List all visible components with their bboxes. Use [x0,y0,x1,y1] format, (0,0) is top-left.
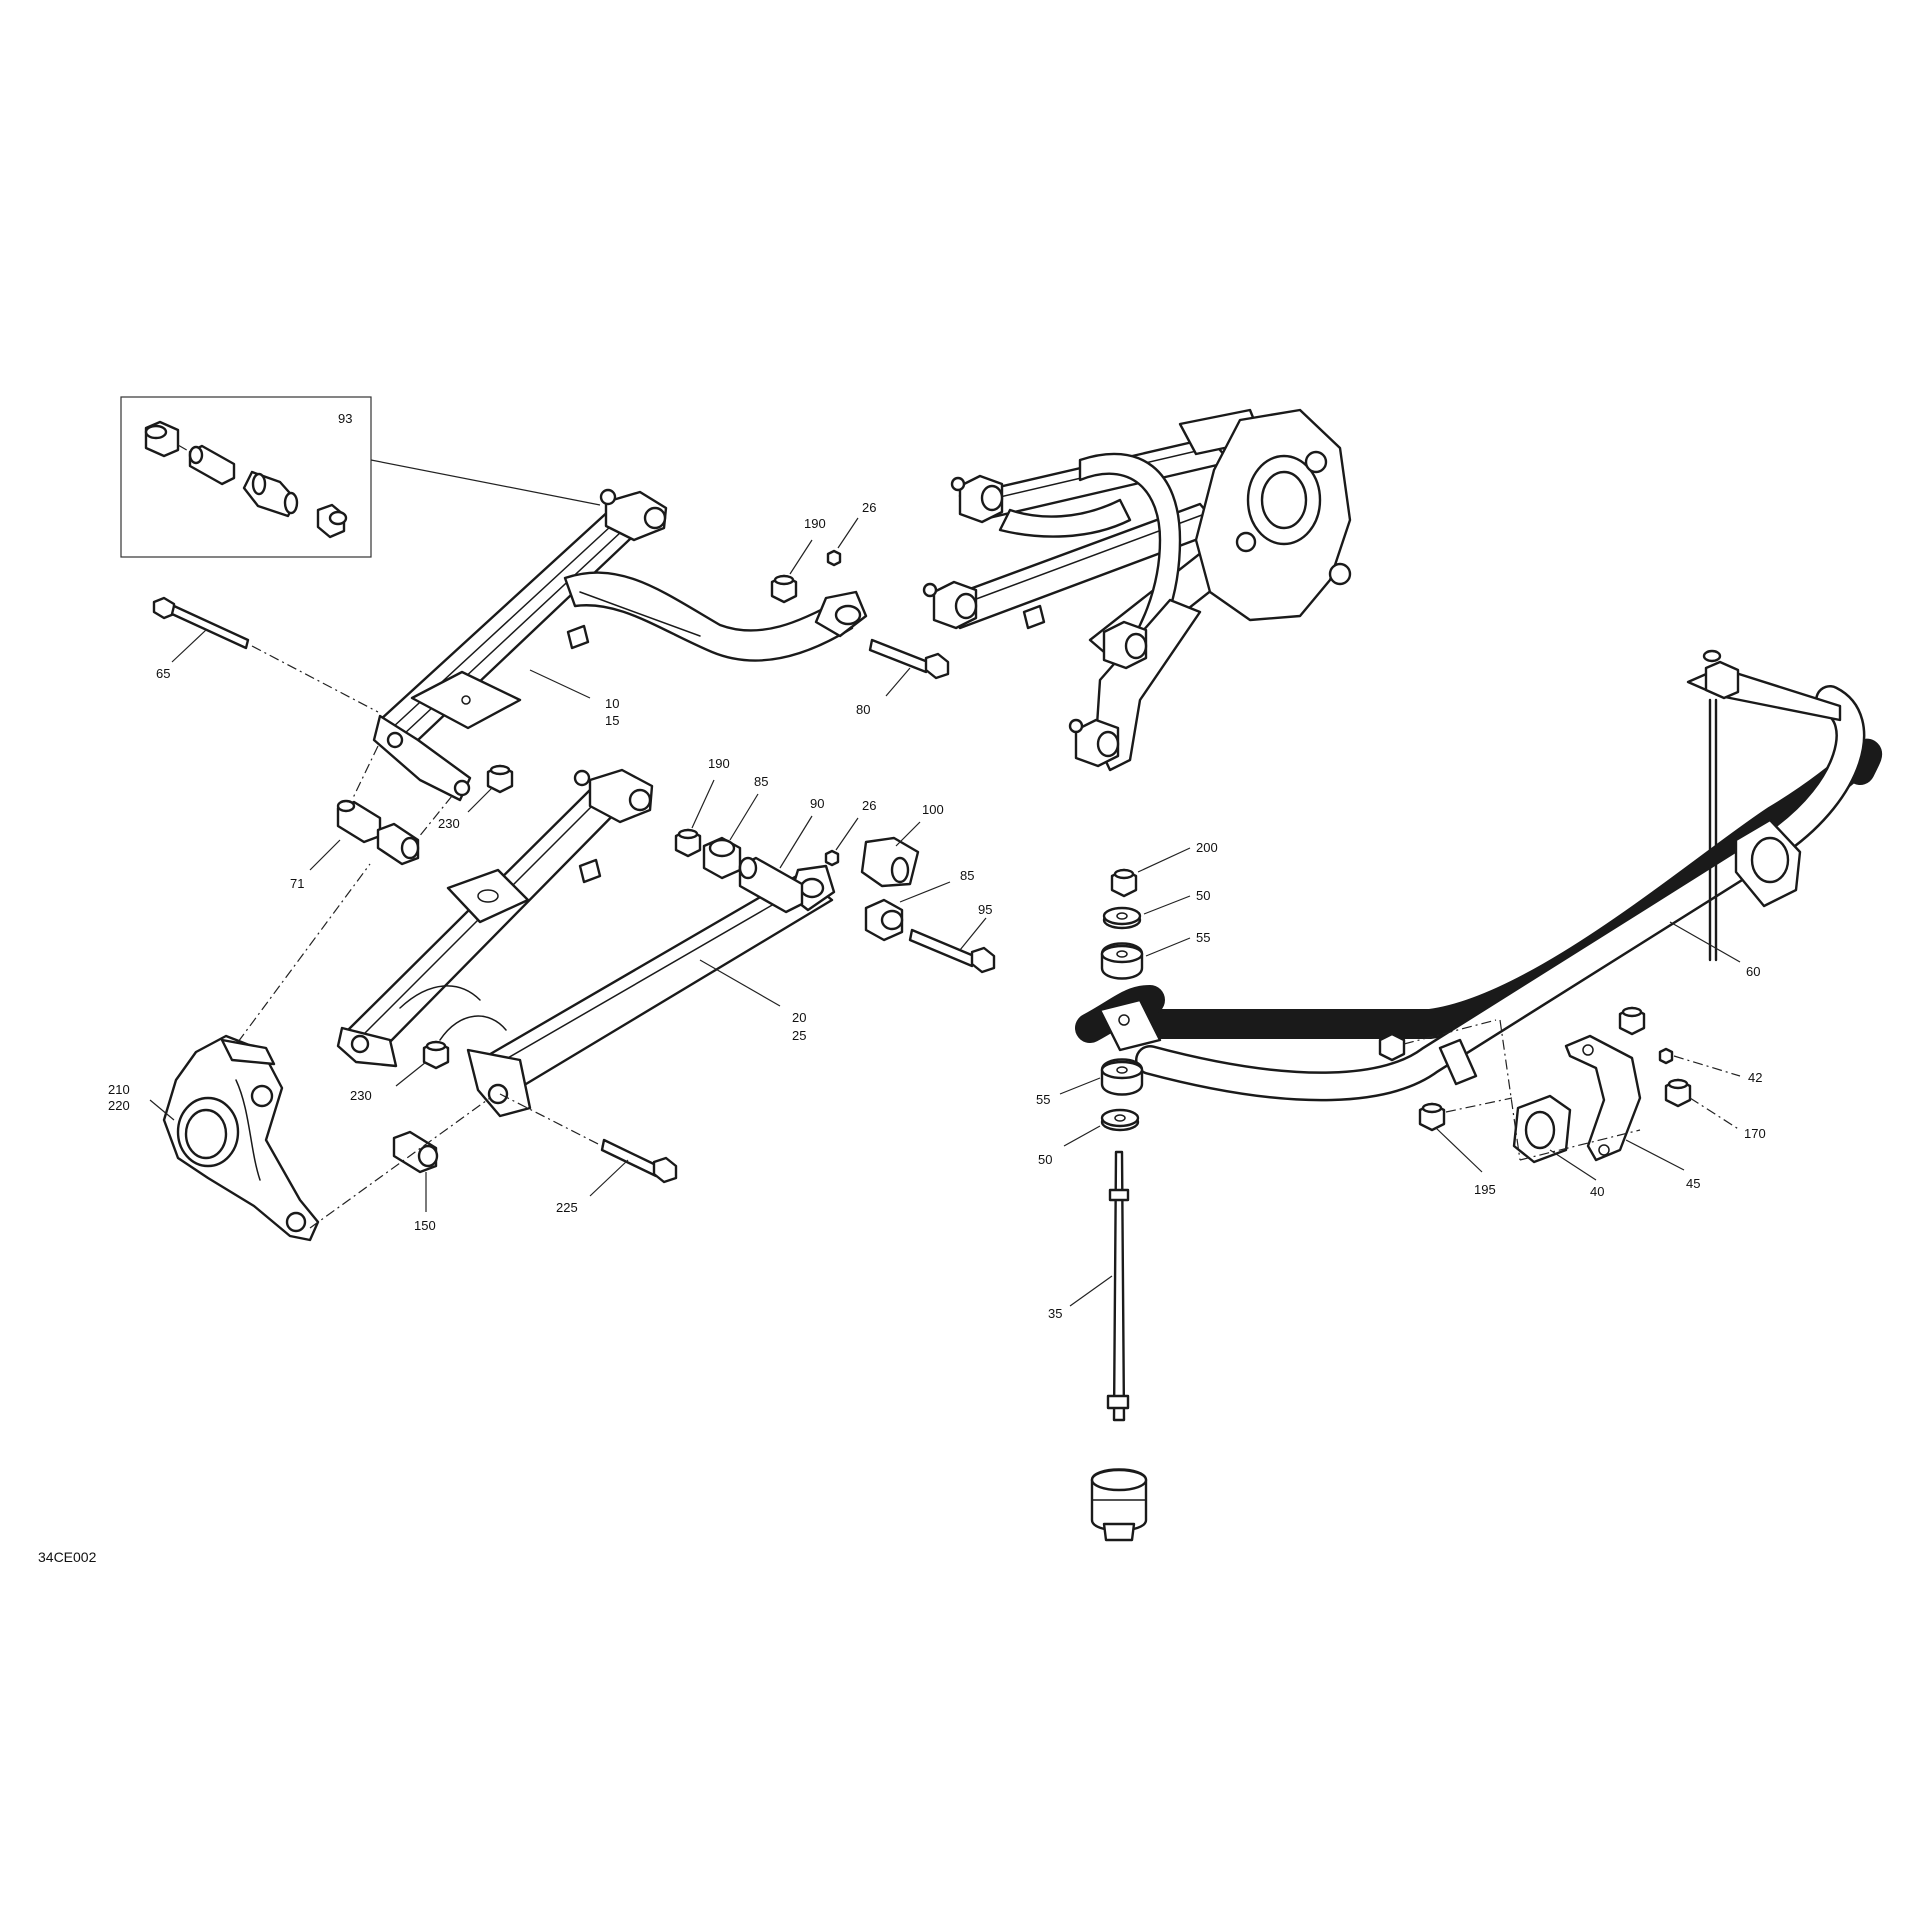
callout-210: 210 [108,1082,130,1097]
bolt-65: 65 [152,596,379,713]
callout-26-b: 26 [862,798,876,813]
callout-55-a: 55 [1196,930,1210,945]
callout-50-a: 50 [1196,888,1210,903]
upper-arm-end-hardware: 190 26 80 [770,500,950,717]
callout-195: 195 [1474,1182,1496,1197]
callout-93: 93 [338,411,352,426]
callout-20: 20 [792,1010,806,1025]
upper-a-arm: 10 15 [372,488,868,802]
grease-fitting-26-b [824,849,840,867]
lower-mount-hardware: 230 150 225 [350,1040,678,1233]
nut-left [1378,1032,1406,1062]
upper-mount-hardware: 230 71 [290,745,514,891]
callout-190-a: 190 [804,516,826,531]
callout-90: 90 [810,796,824,811]
grease-fitting-42 [1658,1047,1674,1065]
inset-spacer-bracket [242,470,299,518]
callout-45: 45 [1686,1176,1700,1191]
wheel-knuckle: 210 220 [108,863,491,1242]
callout-15: 15 [605,713,619,728]
inset-flange-bushing-right [316,503,348,539]
callout-25: 25 [792,1028,806,1043]
sway-bar-60: 60 [1075,649,1883,1102]
callout-100: 100 [922,802,944,817]
callout-35: 35 [1048,1306,1062,1321]
grease-fitting-26-a [826,549,842,567]
callout-65: 65 [156,666,170,681]
end-link-stack: 200 50 55 55 50 35 [1036,840,1218,1542]
bushing-kit-inset: 93 [120,396,601,558]
callout-71: 71 [290,876,304,891]
callout-230-a: 230 [438,816,460,831]
callout-85-b: 85 [960,868,974,883]
lower-a-arm: 20 25 [336,768,836,1118]
inset-sleeve [188,444,236,486]
bolt-225 [600,1138,660,1178]
callout-220: 220 [108,1098,130,1113]
callout-200: 200 [1196,840,1218,855]
callout-26-a: 26 [862,500,876,515]
callout-10: 10 [605,696,619,711]
callout-42: 42 [1748,1070,1762,1085]
callout-40: 40 [1590,1184,1604,1199]
callout-230-b: 230 [350,1088,372,1103]
diagram-reference-code: 34CE002 [38,1549,97,1565]
callout-150: 150 [414,1218,436,1233]
callout-80: 80 [856,702,870,717]
callout-95: 95 [978,902,992,917]
lower-arm-end-hardware: 190 85 90 26 100 85 95 [674,756,996,974]
callout-190-b: 190 [708,756,730,771]
callout-225: 225 [556,1200,578,1215]
assembled-suspension-view [922,408,1352,772]
bracket-100 [860,836,920,888]
callout-85-a: 85 [754,774,768,789]
callout-60: 60 [1746,964,1760,979]
callout-170: 170 [1744,1126,1766,1141]
bolt-80 [868,638,930,674]
callout-50-b: 50 [1038,1152,1052,1167]
link-rod-35 [1112,1150,1126,1422]
clamp-45 [1564,1034,1642,1162]
sway-bar-clamp-hardware: 40 45 170 42 195 [1378,1006,1766,1199]
callout-55-b: 55 [1036,1092,1050,1107]
bolt-95 [908,928,976,968]
inset-flange-bushing-left [144,420,180,458]
